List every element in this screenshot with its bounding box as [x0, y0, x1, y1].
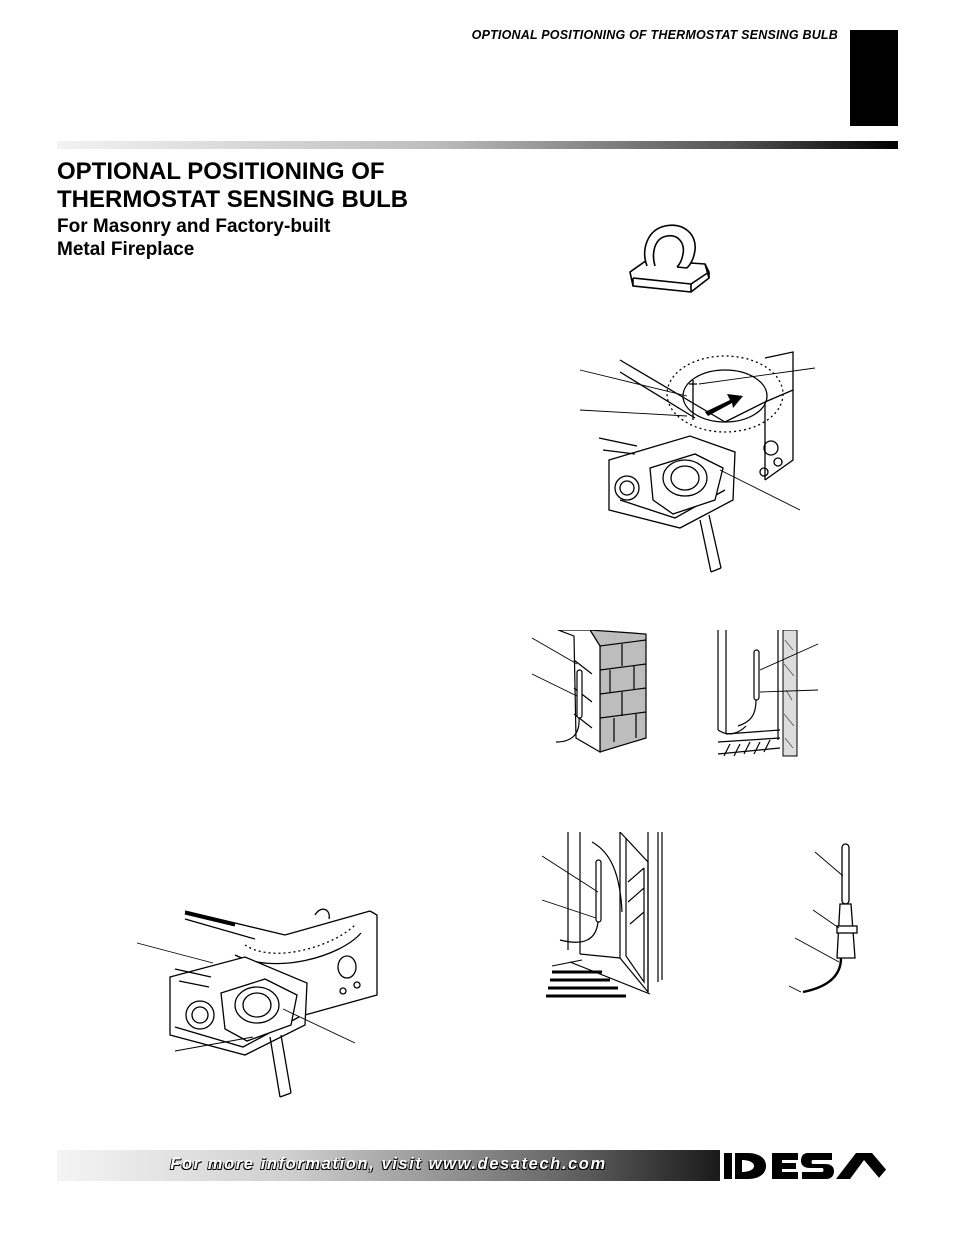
- control-valve-bulb-mounted-illustration: [136, 908, 378, 1098]
- bulb-clip-illustration: [629, 224, 710, 293]
- masonry-fireplace-bulb-illustration: [531, 630, 647, 754]
- metal-fireplace-bulb-illustration: [717, 630, 819, 757]
- footer-info-text: For more information, visit www.desatech…: [170, 1155, 607, 1173]
- page-subtitle: For Masonry and Factory-built Metal Fire…: [57, 215, 330, 261]
- header-rule: [57, 141, 898, 149]
- section-tab: [850, 30, 898, 126]
- title-line-2: THERMOSTAT SENSING BULB: [57, 186, 409, 213]
- page-title: OPTIONAL POSITIONING OF THERMOSTAT SENSI…: [57, 158, 408, 214]
- sensing-bulb-detail-illustration: [788, 843, 858, 994]
- footer-banner: For more information, visit www.desatech…: [57, 1150, 720, 1181]
- desa-logo: [724, 1153, 900, 1179]
- subtitle-line-2: Metal Fireplace: [57, 239, 195, 260]
- glass-door-fireplace-bulb-illustration: [541, 832, 663, 998]
- title-line-1: OPTIONAL POSITIONING OF: [57, 158, 385, 185]
- control-valve-clip-install-illustration: [579, 351, 816, 573]
- running-head: OPTIONAL POSITIONING OF THERMOSTAT SENSI…: [471, 28, 838, 42]
- subtitle-line-1: For Masonry and Factory-built: [57, 216, 331, 237]
